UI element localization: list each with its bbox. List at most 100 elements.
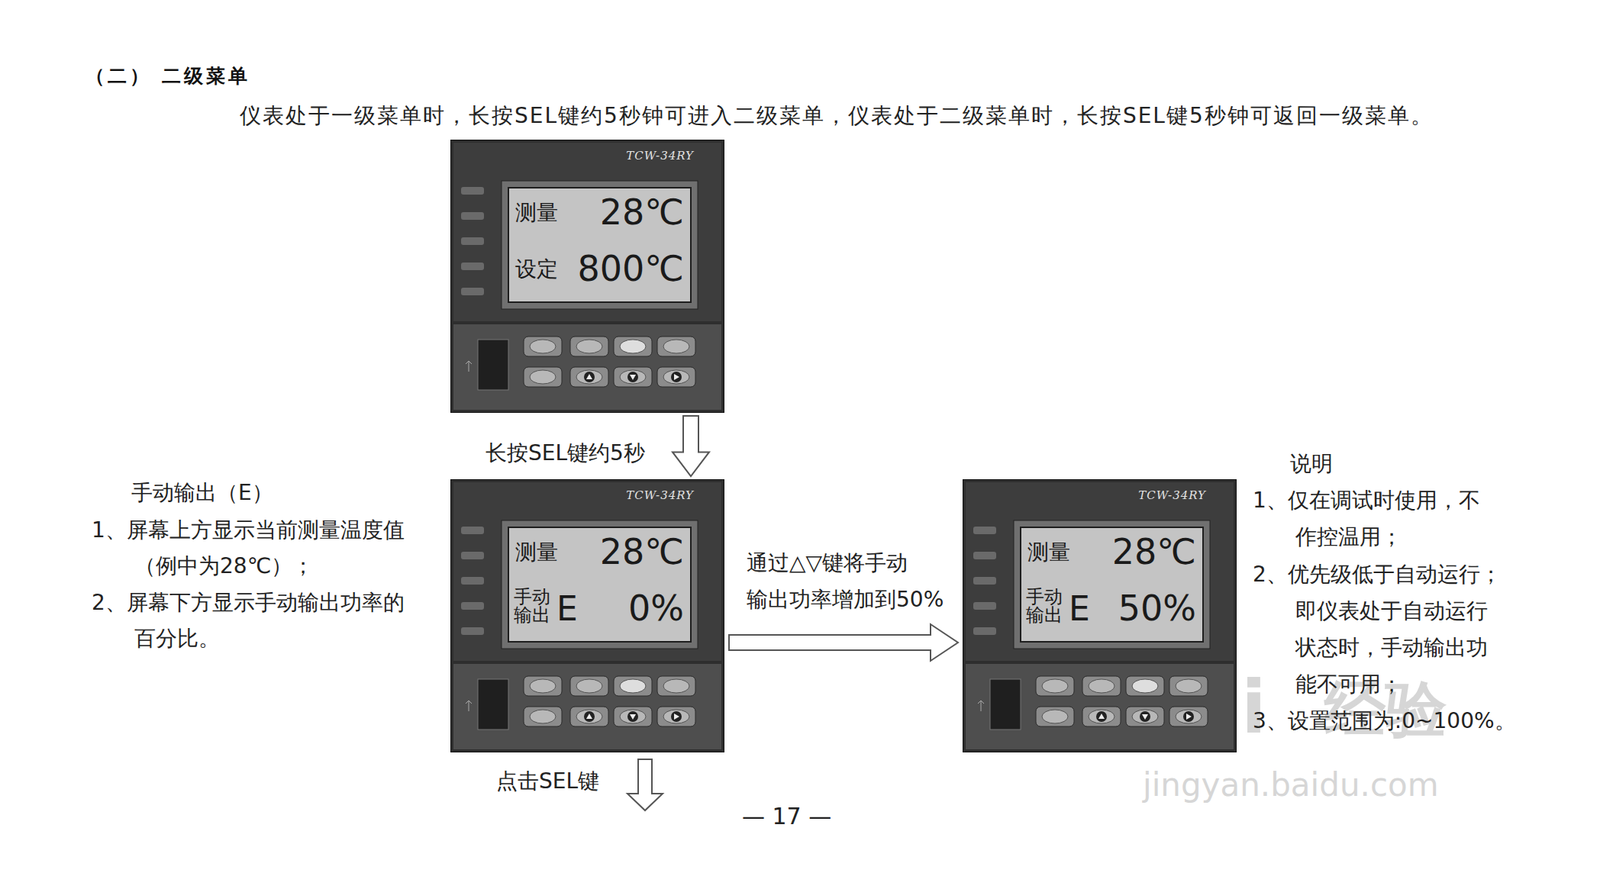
key-cap — [1132, 679, 1159, 694]
indicator-led — [461, 262, 484, 271]
key-cap — [1175, 709, 1202, 724]
screen-text: 设定 — [515, 258, 559, 281]
indicator-led — [973, 526, 997, 535]
face-panel — [453, 482, 722, 662]
key-icon — [586, 374, 593, 380]
key-button — [523, 367, 562, 388]
face-panel — [453, 142, 722, 322]
lcd-screen: 测量28℃手动 输出E0% — [507, 526, 692, 643]
screen-bezel — [1013, 520, 1210, 649]
key-cap — [529, 339, 556, 354]
key-cap — [1088, 679, 1115, 694]
key-icon — [1096, 711, 1107, 723]
key-cap — [576, 679, 603, 694]
note-heading: 说明 — [1290, 445, 1333, 483]
key-cap — [619, 679, 646, 694]
key-icon — [627, 371, 639, 383]
key-button — [1035, 706, 1075, 727]
screen-text: 测量 — [1027, 541, 1071, 564]
key-button — [657, 706, 696, 727]
key-cap — [619, 709, 646, 724]
key-button — [1082, 676, 1121, 697]
key-cap — [663, 339, 690, 354]
screen-text: 50% — [1118, 590, 1197, 626]
housing — [963, 480, 1237, 753]
edge-label: 通过△▽键将手动 输出功率增加到50% — [746, 545, 959, 619]
key-button — [523, 336, 562, 357]
indicator-led — [973, 577, 997, 585]
screen-text: 测量 — [515, 202, 559, 224]
key-button — [523, 676, 562, 697]
key-button — [1125, 706, 1165, 727]
model-name: TCW-34RY — [625, 150, 694, 162]
key-button — [657, 367, 696, 388]
watermark: jingyan.baidu.com — [1142, 766, 1439, 805]
note-item: 3、设置范围为:0~100%。 — [1252, 703, 1517, 740]
key-button — [1169, 706, 1208, 727]
section-heading: （二） 二级菜单 — [85, 58, 251, 95]
indicator-led — [973, 627, 997, 636]
key-icon — [583, 371, 595, 383]
usb-mark — [465, 361, 472, 372]
arrow-label: 点击SEL键 — [496, 763, 600, 800]
key-cap — [529, 370, 556, 384]
key-icon — [627, 711, 639, 723]
indicator-led — [461, 551, 484, 560]
key-cap — [576, 370, 603, 384]
key-icon — [629, 714, 636, 720]
screen-text: 800℃ — [577, 251, 684, 287]
key-button — [657, 336, 696, 357]
key-cap — [1132, 709, 1159, 724]
key-icon — [674, 713, 680, 720]
key-cap — [576, 339, 603, 354]
key-cap — [619, 370, 646, 384]
key-icon — [1186, 713, 1192, 720]
screen-bezel — [501, 180, 698, 310]
key-button — [570, 367, 609, 388]
key-cap — [529, 679, 556, 694]
key-icon — [629, 374, 636, 381]
key-button — [1125, 676, 1165, 697]
key-button — [1035, 676, 1075, 697]
key-button — [570, 336, 609, 357]
flow-arrow — [672, 416, 710, 477]
key-cap — [1088, 709, 1115, 724]
note-item: 2、优先级低于自动运行； 即仪表处于自动运行 状态时，手动输出功 能不可用； — [1252, 556, 1536, 704]
key-button — [570, 706, 609, 727]
screen-text: E — [556, 592, 578, 626]
indicator-led — [461, 627, 484, 636]
screen-bezel — [501, 520, 698, 649]
housing — [451, 480, 725, 753]
screen-text: 0% — [628, 590, 684, 626]
usb-mark — [465, 700, 472, 712]
key-button — [613, 706, 652, 727]
key-button — [657, 676, 696, 697]
key-cap — [663, 370, 690, 384]
key-icon — [583, 711, 595, 723]
page-number: — 17 — — [741, 798, 832, 836]
key-cap — [663, 679, 690, 694]
edge-label: 长按SEL键约5秒 — [485, 435, 646, 472]
screen-text: 28℃ — [600, 194, 684, 230]
intro-text: 仪表处于一级菜单时，长按SEL键约5秒钟可进入二级菜单，仪表处于二级菜单时，长按… — [239, 97, 1434, 135]
key-cap — [529, 709, 556, 724]
indicator-led — [461, 212, 484, 220]
indicator-led — [461, 577, 484, 585]
key-icon — [670, 371, 682, 383]
model-name: TCW-34RY — [1138, 490, 1207, 502]
key-button — [613, 367, 652, 388]
screen-text: 28℃ — [600, 534, 684, 570]
face-panel — [965, 482, 1234, 662]
key-button — [1082, 706, 1121, 727]
key-panel — [965, 664, 1234, 750]
port-slot — [990, 679, 1021, 730]
indicator-led — [973, 551, 997, 560]
key-button — [570, 676, 609, 697]
key-button — [613, 336, 652, 357]
key-icon — [1183, 711, 1194, 723]
flow-arrow — [729, 624, 959, 662]
note-heading: 手动输出（E） — [131, 474, 274, 512]
indicator-led — [461, 526, 484, 535]
